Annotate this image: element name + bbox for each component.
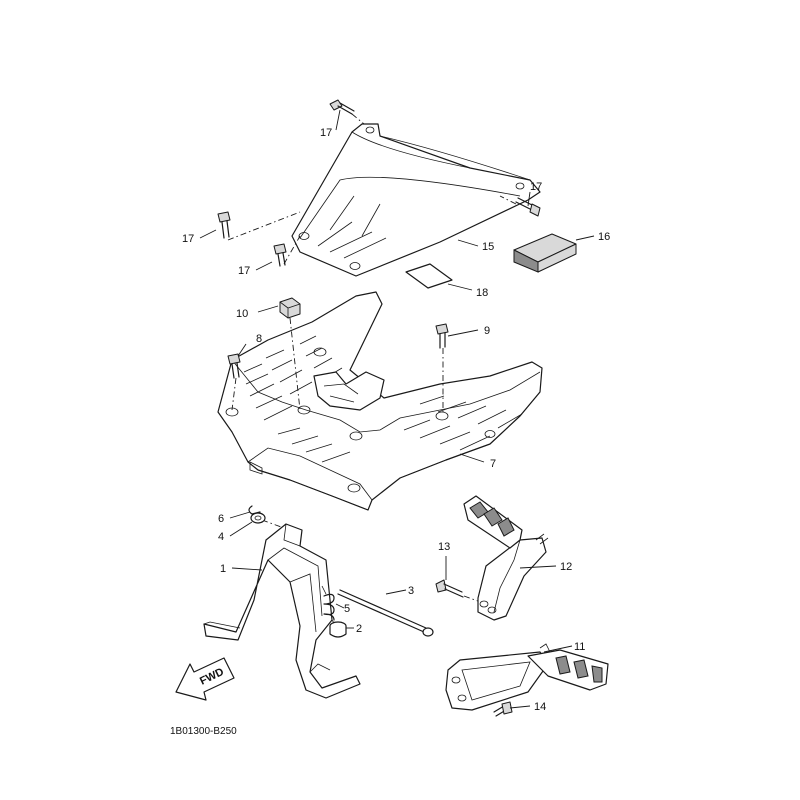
bolt-17-top	[329, 99, 355, 115]
callout-14: 14	[534, 701, 546, 713]
callout-4: 4	[218, 531, 224, 543]
bolt-8	[227, 353, 241, 379]
callout-3: 3	[408, 585, 414, 597]
bolt-13	[435, 579, 464, 598]
callout-6: 6	[218, 513, 224, 525]
callout-9: 9	[484, 325, 490, 337]
bolt-17-left-lower	[273, 243, 287, 267]
assembly-dash-lines	[227, 113, 517, 605]
main-stand-1	[203, 523, 361, 699]
diagram-code: 1B01300-B250	[170, 726, 237, 737]
callout-17-left-lower: 17	[238, 265, 250, 277]
callout-18: 18	[476, 287, 488, 299]
label-sheet-18	[405, 263, 453, 289]
callout-13: 13	[438, 541, 450, 553]
callout-17-top: 17	[320, 127, 332, 139]
callout-12: 12	[560, 561, 572, 573]
callout-15: 15	[482, 241, 494, 253]
callout-numbers: 17 17 17 17 15 16 18 10 8 9 7 6 4 1 5 2 …	[182, 127, 610, 713]
pad-16	[513, 233, 577, 273]
top-cover-panel	[291, 123, 541, 277]
cotter-pin-6	[248, 505, 261, 515]
callout-1: 1	[220, 563, 226, 575]
screw-14	[493, 701, 513, 717]
shaft-pin-3	[337, 589, 434, 637]
callout-16: 16	[598, 231, 610, 243]
fwd-arrow: FWD	[175, 657, 235, 701]
leader-lines	[199, 109, 595, 709]
callout-11: 11	[574, 641, 585, 653]
callout-10: 10	[236, 308, 248, 320]
callout-7: 7	[490, 458, 496, 470]
footrest-assembly-11	[445, 643, 609, 711]
footrest-bracket-12	[477, 533, 549, 621]
bolt-17-right	[515, 197, 541, 217]
floor-board-panel	[217, 291, 543, 511]
callout-2: 2	[356, 623, 362, 635]
bolt-9	[435, 323, 449, 349]
bolt-17-left-upper	[217, 211, 231, 239]
callout-5: 5	[344, 603, 350, 615]
collar-2	[329, 621, 347, 638]
callout-8: 8	[256, 333, 262, 345]
callout-17-left-upper: 17	[182, 233, 194, 245]
washer-4	[250, 512, 266, 524]
callout-17-right: 17	[530, 181, 542, 193]
clip-nut-10	[279, 297, 301, 319]
footrest-peg-12	[463, 495, 523, 549]
